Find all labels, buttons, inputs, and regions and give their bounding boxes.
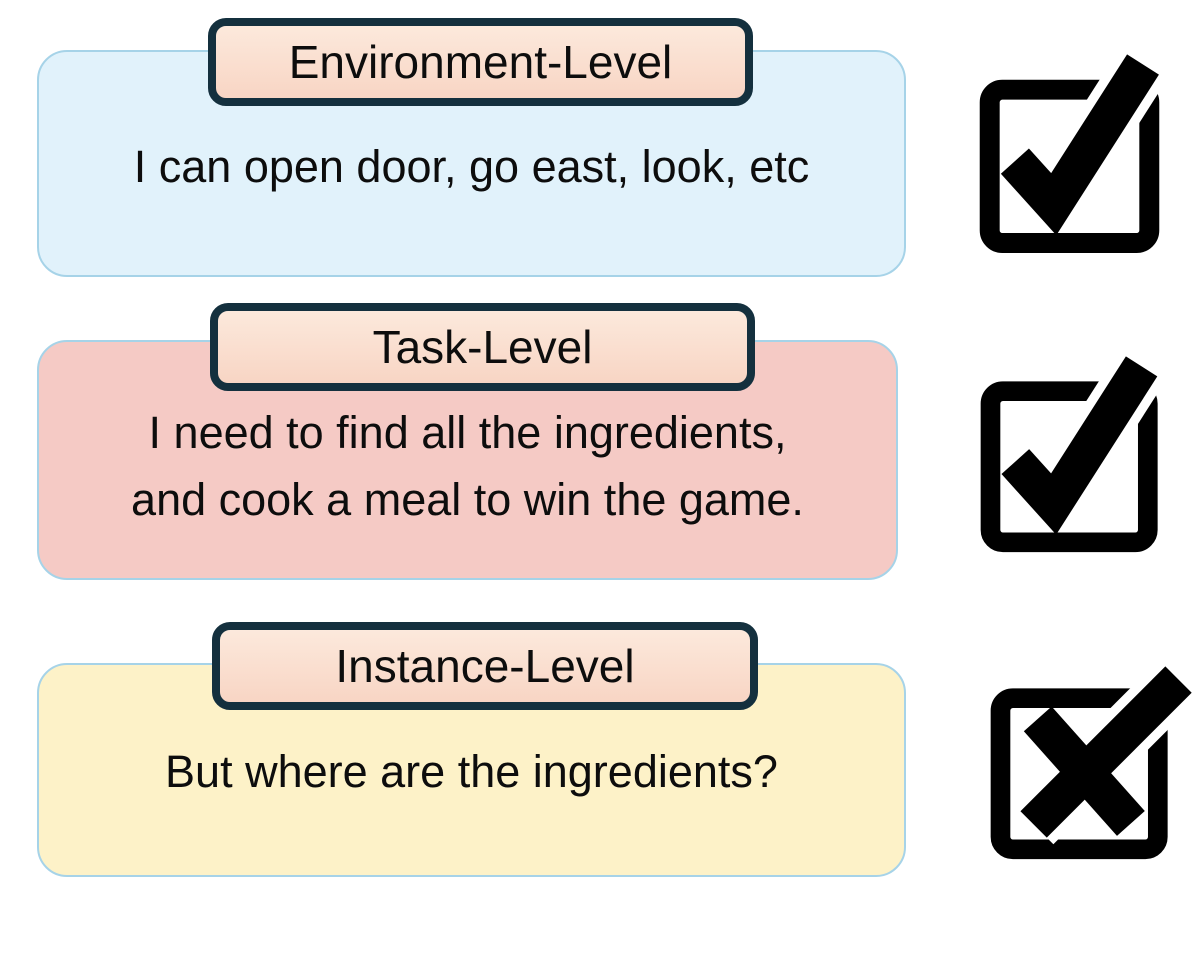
checkbox-crossed-icon bbox=[986, 663, 1193, 870]
environment-level-badge: Environment-Level bbox=[208, 18, 753, 106]
task-level-text: I need to find all the ingredients, and … bbox=[37, 399, 898, 533]
checkbox-checked-icon bbox=[975, 54, 1185, 264]
instance-level-text-line: But where are the ingredients? bbox=[165, 746, 778, 797]
task-level-text-line1: I need to find all the ingredients, bbox=[148, 407, 787, 458]
task-level-badge: Task-Level bbox=[210, 303, 755, 391]
checkbox-checked-icon bbox=[976, 356, 1183, 563]
instance-level-text: But where are the ingredients? bbox=[37, 741, 906, 803]
environment-level-badge-label: Environment-Level bbox=[288, 36, 673, 88]
task-level-badge-label: Task-Level bbox=[372, 321, 593, 373]
task-level-text-line2: and cook a meal to win the game. bbox=[131, 474, 804, 525]
environment-level-text: I can open door, go east, look, etc bbox=[37, 136, 906, 198]
instance-level-badge-label: Instance-Level bbox=[335, 640, 635, 692]
environment-level-text-line: I can open door, go east, look, etc bbox=[133, 141, 810, 192]
instance-level-badge: Instance-Level bbox=[212, 622, 758, 710]
